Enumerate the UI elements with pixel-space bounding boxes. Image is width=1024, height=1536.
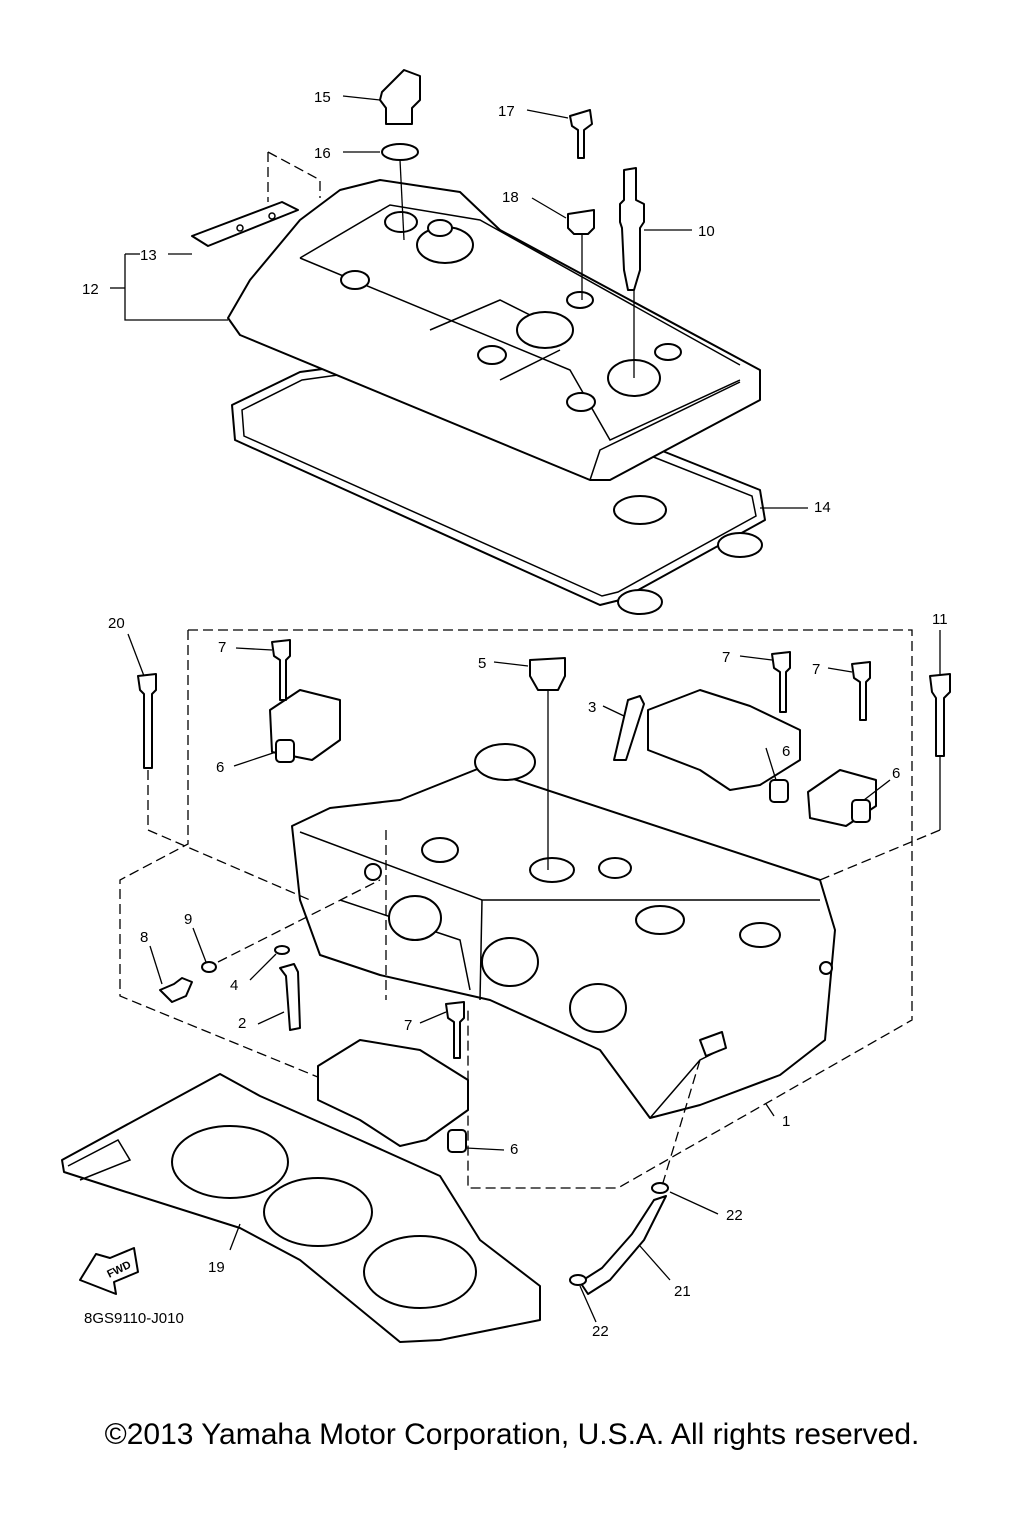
head-bolt-11: [929, 673, 951, 757]
callout-14: 14: [814, 499, 831, 516]
callout-12: 12: [82, 281, 99, 298]
callout-22b: 22: [592, 1323, 609, 1340]
callout-18: 18: [502, 189, 519, 206]
callout-11: 11: [932, 611, 948, 628]
callout-22a: 22: [726, 1207, 743, 1224]
cam-cap-4: [317, 1039, 469, 1147]
callout-2: 2: [238, 1015, 246, 1032]
clamp-22b: [569, 1274, 587, 1286]
washer-4: [274, 945, 290, 955]
callout-6d: 6: [510, 1141, 518, 1158]
callout-7c: 7: [812, 661, 820, 678]
callout-7d: 7: [404, 1017, 412, 1034]
cylinder-head: [291, 743, 836, 1119]
callout-6c: 6: [892, 765, 900, 782]
exploded-parts-diagram: FWD 1 2 3 4 5 6 6: [61, 69, 951, 1343]
callout-16: 16: [314, 145, 331, 162]
leader-lines-bottom: [127, 630, 941, 1323]
head-bolt-20: [137, 673, 157, 769]
bolt-7b: [771, 651, 791, 713]
bolt-7d: [445, 1001, 465, 1059]
callout-13: 13: [140, 247, 157, 264]
callout-20: 20: [108, 615, 125, 632]
callout-4: 4: [230, 977, 238, 994]
callout-17: 17: [498, 103, 515, 120]
callout-6a: 6: [216, 759, 224, 776]
cam-cap-2: [647, 689, 801, 791]
callout-10: 10: [698, 223, 715, 240]
callout-7b: 7: [722, 649, 730, 666]
reference-code: 8GS9110-J010: [84, 1310, 184, 1327]
plug: [529, 657, 566, 691]
bolt-8: [159, 977, 193, 1003]
callout-5: 5: [478, 655, 486, 672]
dowel-1: [275, 739, 295, 763]
stud-2: [279, 963, 301, 1031]
callout-8: 8: [140, 929, 148, 946]
cover-bolt: [569, 109, 593, 159]
callout-1: 1: [782, 1113, 790, 1130]
bracket: [191, 201, 299, 247]
dowel-2: [769, 779, 789, 803]
dowel-3: [851, 799, 871, 823]
fwd-arrow-icon: FWD: [79, 1247, 139, 1295]
hose: [579, 1195, 667, 1295]
leader-lines-top: [110, 95, 808, 509]
callout-15: 15: [314, 89, 331, 106]
callout-7a: 7: [218, 639, 226, 656]
washer-9: [201, 961, 217, 973]
valve-guide: [613, 695, 645, 761]
clamp-22a: [651, 1182, 669, 1194]
callout-9: 9: [184, 911, 192, 928]
callout-21: 21: [674, 1283, 691, 1300]
callout-3: 3: [588, 699, 596, 716]
spark-plug: [619, 167, 645, 291]
copyright-notice: ©2013 Yamaha Motor Corporation, U.S.A. A…: [104, 1418, 920, 1451]
callout-6b: 6: [782, 743, 790, 760]
oil-filler-cap: [379, 69, 421, 125]
dowel-4: [447, 1129, 467, 1153]
cylinder-head-cover: [227, 179, 761, 481]
bolt-7c: [851, 661, 871, 721]
callout-labels: 1 2 3 4 5 6 6 6 6 7 7 7 7 8 9 10 11 12 1…: [82, 89, 948, 1340]
bolt-7a: [271, 639, 291, 701]
assembly-frame: [188, 629, 913, 1189]
cylinder-head-gasket: [61, 1073, 541, 1343]
callout-19: 19: [208, 1259, 225, 1276]
grommet: [567, 209, 595, 235]
